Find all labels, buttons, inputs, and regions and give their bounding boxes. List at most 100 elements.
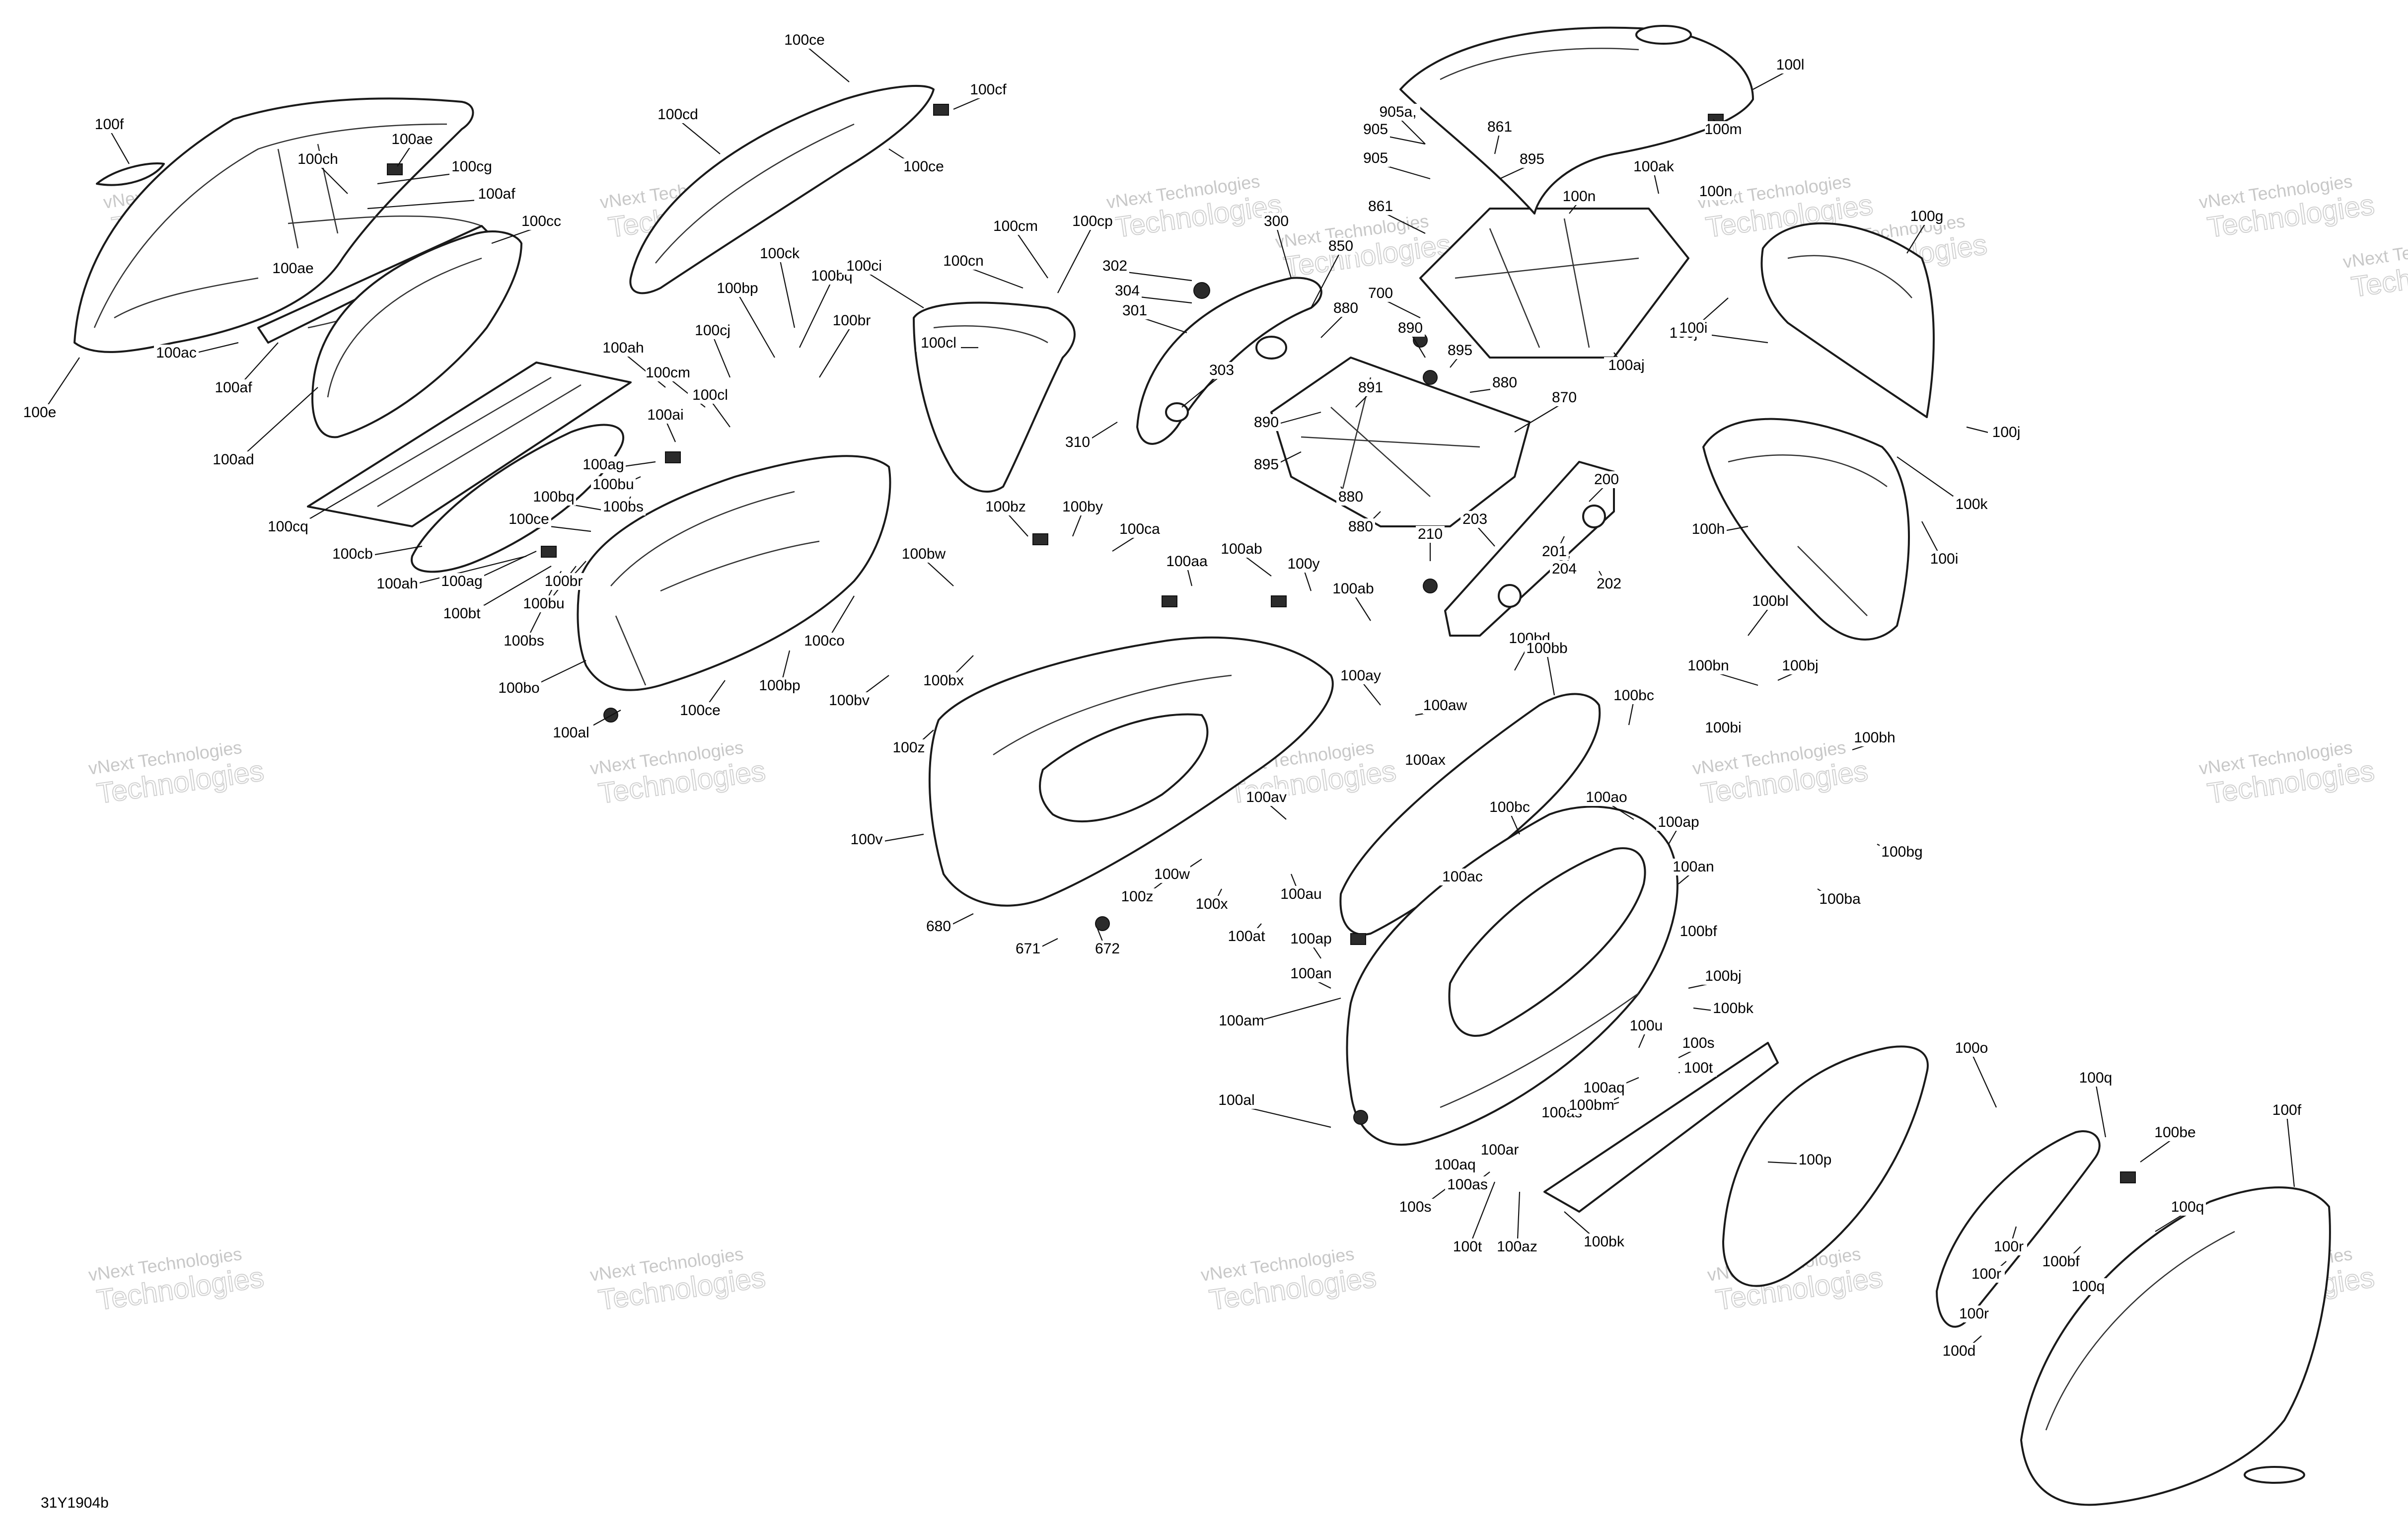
part-callout-label: 100s	[1399, 1199, 1431, 1215]
callout-label-background	[1416, 526, 1445, 543]
callout-leader-line	[779, 258, 796, 328]
part-callout-label: 880	[1333, 300, 1358, 316]
storage-tray-100aj	[1419, 208, 1689, 359]
callout-label-background	[1060, 499, 1105, 515]
part-callout-label: 890	[1254, 414, 1279, 431]
callout-label-background	[154, 345, 199, 362]
part-callout-label: 100ap	[1290, 931, 1331, 947]
part-callout-label: 100bk	[1584, 1234, 1625, 1250]
callout-label-background	[390, 131, 435, 148]
callout-leader-line	[1320, 312, 1346, 338]
callout-label-background	[1487, 799, 1532, 816]
part-callout-label: 100aa	[1166, 553, 1208, 570]
callout-label-background	[842, 258, 886, 275]
part-callout-label: 100bs	[603, 499, 644, 515]
left-bag-inner-frame	[411, 424, 624, 573]
part-callout-label: 100q	[2072, 1278, 2105, 1295]
part-callout-label: 100ak	[1633, 158, 1675, 175]
callout-label-background	[1100, 258, 1129, 275]
callout-label-background	[1968, 1266, 2005, 1283]
callout-leader-line	[623, 352, 666, 388]
part-callout-label: 100t	[1684, 1060, 1713, 1076]
part-callout-label: 895	[1448, 342, 1472, 359]
callout-label-background	[1569, 1097, 1614, 1114]
callout-label-background	[531, 489, 576, 506]
callout-label-background	[474, 186, 519, 203]
callout-label-background	[966, 81, 1011, 98]
part-callout-label: 100by	[1062, 499, 1103, 515]
callout-label-background	[1336, 489, 1365, 506]
part-callout-label: 100bw	[902, 546, 946, 562]
callout-leader-line	[804, 44, 850, 82]
callout-label-background	[678, 702, 723, 719]
part-callout-label: 100i	[1930, 551, 1959, 567]
callout-label-background	[757, 677, 802, 694]
callout-label-background	[1154, 866, 1190, 883]
part-callout-label: 100x	[1195, 896, 1228, 912]
part-callout-label: 100bl	[1752, 593, 1788, 609]
callout-label-background	[507, 511, 551, 528]
callout-label-background	[1604, 357, 1649, 374]
callout-label-background	[643, 407, 688, 424]
callout-label-background	[1595, 576, 1623, 592]
callout-leader-line	[1970, 1052, 1997, 1108]
callout-label-background	[656, 106, 700, 123]
callout-label-background	[1219, 1013, 1264, 1029]
callout-leader-line	[1748, 605, 1771, 636]
part-callout-label: 100bc	[1489, 799, 1530, 815]
callout-label-background	[646, 364, 690, 381]
callout-leader-line	[1546, 653, 1555, 696]
callout-label-background	[1423, 697, 1467, 714]
part-callout-label: 202	[1597, 576, 1621, 592]
callout-label-background	[1748, 593, 1793, 610]
part-callout-label: 100o	[1955, 1040, 1988, 1056]
callout-label-background	[1697, 183, 1734, 200]
part-callout-label: 880	[1348, 518, 1373, 535]
callout-label-background	[601, 340, 646, 357]
callout-label-background	[1093, 941, 1122, 957]
callout-label-background	[1252, 414, 1281, 431]
callout-label-background	[1289, 931, 1333, 947]
part-callout-label: 100cd	[657, 106, 698, 123]
part-callout-label: 100bx	[923, 672, 964, 689]
callout-label-background	[1671, 859, 1716, 875]
callout-label-background	[375, 576, 420, 592]
part-callout-label: 100aq	[1583, 1080, 1624, 1096]
callout-label-background	[921, 672, 966, 689]
right-lid-lower-100az	[1543, 1042, 1779, 1213]
part-callout-label: 100ax	[1405, 752, 1446, 768]
part-callout-label: 310	[1065, 434, 1090, 450]
part-callout-label: 100cm	[646, 364, 690, 381]
part-callout-label: 100ah	[376, 576, 418, 592]
left-saddlebag-lid	[73, 97, 474, 353]
part-callout-label: 100cq	[268, 518, 308, 535]
callout-label-background	[1550, 561, 1579, 578]
part-callout-label: 861	[1487, 119, 1512, 135]
part-callout-label: 700	[1368, 285, 1393, 301]
part-callout-label: 100bo	[498, 680, 539, 696]
callout-label-background	[1117, 521, 1162, 538]
part-callout-label: 100h	[1692, 521, 1725, 537]
callout-label-background	[901, 546, 946, 563]
callout-label-background	[1070, 213, 1115, 230]
callout-label-background	[1880, 844, 1924, 861]
callout-label-background	[439, 573, 484, 590]
part-callout-label: 100cf	[970, 81, 1007, 98]
callout-label-background	[1561, 188, 1598, 205]
callout-leader-line	[1072, 511, 1084, 537]
part-callout-label: 100bs	[504, 633, 544, 649]
part-callout-label: 905a,	[1379, 104, 1416, 120]
callout-label-background	[1926, 551, 1963, 568]
callout-label-background	[916, 335, 961, 352]
callout-label-background	[1252, 456, 1281, 473]
callout-label-background	[1366, 285, 1395, 302]
part-callout-label: 100bg	[1881, 844, 1922, 860]
callout-label-background	[1518, 151, 1546, 168]
callout-label-background	[266, 518, 310, 535]
callout-label-background	[1446, 342, 1474, 359]
callout-label-background	[1366, 198, 1395, 215]
part-callout-label: 100bc	[1613, 687, 1654, 704]
